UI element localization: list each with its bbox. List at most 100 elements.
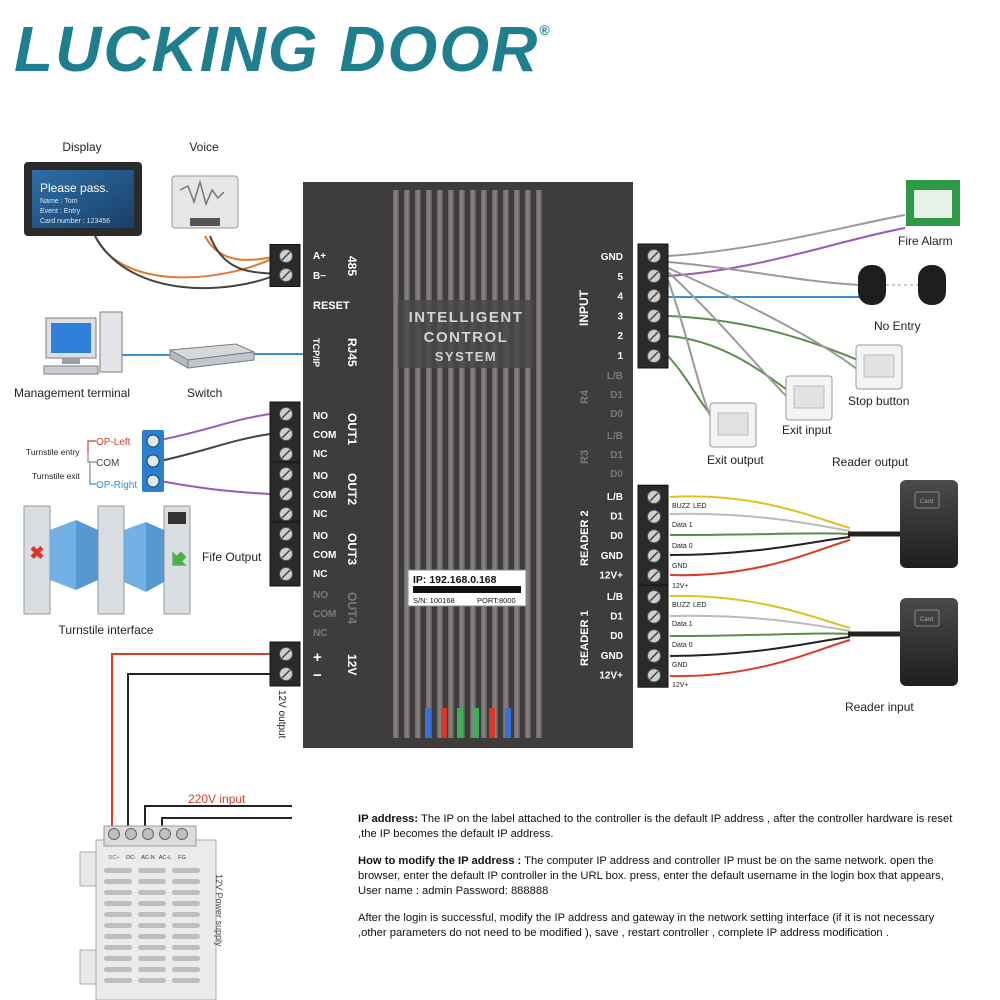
display-device: Display Please pass. Name : Tom Event : … (24, 140, 142, 236)
psu-vent (172, 978, 200, 983)
reader1-pin-1: D1 (610, 612, 623, 623)
beam-sensor-left (858, 265, 886, 305)
monitor-screen (51, 323, 91, 353)
wire-input-2 (667, 335, 791, 393)
wire-op-left (159, 413, 271, 441)
fire-alarm-label: Fire Alarm (898, 234, 953, 248)
label-out3: OUT3 (345, 533, 359, 565)
block-reader1-screw-slot (649, 592, 659, 602)
controller-rib (437, 190, 443, 738)
reader2-wire-label-2: Data 1 (672, 522, 693, 529)
wire-input-5 (667, 227, 906, 277)
label-out3-nc: NC (313, 569, 327, 580)
led-blue-1 (425, 708, 431, 738)
instructions: IP address: The IP on the label attached… (358, 812, 958, 953)
turnstile-com-label: COM (96, 458, 119, 469)
psu-vent (138, 901, 166, 906)
display-label: Display (62, 140, 101, 154)
label-out4: OUT4 (345, 592, 359, 624)
label-out1-no: NO (313, 411, 328, 422)
wire-r2-gnd (669, 536, 851, 556)
controller-rib (404, 190, 410, 738)
psu-vent (104, 879, 132, 884)
serial-number: S/N: 100168 (413, 596, 455, 605)
psu-vent (172, 879, 200, 884)
psu-screw (142, 828, 154, 840)
block-reader2-screw-slot (649, 512, 659, 522)
fire-alarm-panel (914, 190, 952, 218)
reader2-pin-2: D0 (610, 531, 623, 542)
psu-body (95, 839, 217, 1000)
port-number: PORT:8000 (477, 596, 516, 605)
block-out3-screw-slot (281, 569, 291, 579)
label-r4: R4 (579, 389, 591, 404)
label-out4-nc: NC (313, 628, 327, 639)
right-labels: GND54321L/BD1D0L/BD1D0L/BD1D0GND12V+L/BD… (599, 252, 623, 681)
reader-output-card-outline (914, 491, 940, 509)
voice-connector (190, 218, 220, 226)
reader2-pin-3: GND (601, 551, 623, 562)
psu-vent (172, 901, 200, 906)
brand-logo: LUCKING DOOR® (14, 12, 552, 86)
op-left-label: OP-Left (96, 437, 131, 448)
wire-12v-plus (111, 653, 270, 828)
psu-vent (138, 912, 166, 917)
wire-r2-12v (669, 539, 851, 577)
stop-button-label: Stop button (848, 394, 909, 408)
push-buttons (709, 344, 903, 448)
label-out4-no: NO (313, 590, 328, 601)
input-pin-3: 3 (617, 311, 623, 322)
reader1-wire-label-1: LED (693, 602, 707, 609)
wire-turnstile-com (159, 433, 271, 462)
block-input-screw-slot (649, 291, 659, 301)
label-out2-no: NO (313, 471, 328, 482)
label-input: INPUT (577, 289, 591, 326)
ip-label: IP: 192.168.0.168 (413, 574, 497, 586)
flap-1 (50, 520, 76, 590)
reader-input-device: Card (900, 598, 958, 686)
label-a-plus: A+ (313, 251, 326, 262)
reader2-pin-1: D1 (610, 512, 623, 523)
turnstile-reader-panel (168, 512, 186, 524)
no-entry-label: No Entry (874, 319, 921, 333)
psu-vent (104, 978, 132, 983)
block-out1-screw-slot (281, 449, 291, 459)
wire-exitout-gnd (667, 279, 717, 429)
psu-vents (104, 868, 200, 983)
block-reader2-screw-slot (649, 570, 659, 580)
block-out2-screw-slot (281, 469, 291, 479)
wire-r2-d1 (669, 512, 851, 532)
wire-ac-n (144, 805, 292, 828)
psu-ear-top (79, 851, 97, 887)
block-reader1-screw-slot (649, 670, 659, 680)
ip-note-text: The IP on the label attached to the cont… (358, 813, 953, 840)
switch-front (187, 351, 255, 369)
psu-screw (159, 828, 171, 840)
wire-485-b (94, 235, 279, 290)
after-note-text: After the login is successful, modify th… (358, 912, 935, 939)
psu-ear-bottom (79, 949, 97, 985)
psu-vent (138, 956, 166, 961)
exit-bracket (89, 475, 96, 485)
turnstile-exit-label: Turnstile exit (32, 471, 81, 481)
psu-vent (172, 912, 200, 917)
psu-vent (138, 879, 166, 884)
label-485: 485 (345, 256, 359, 276)
label-b-minus: B− (313, 271, 326, 282)
turnstile-screw-1 (146, 434, 160, 448)
12v-output-label: 12V output (276, 690, 287, 739)
controller-body (303, 182, 633, 748)
label-out1: OUT1 (345, 413, 359, 445)
modify-note-text: The computer IP address and controller I… (358, 855, 944, 897)
psu-screw (176, 828, 188, 840)
reader1-pin-0: L/B (607, 592, 623, 603)
reader-output-label: Reader output (832, 455, 909, 469)
psu-label: 12V Power supply (214, 874, 224, 947)
no-entry-sensor: No Entry (858, 265, 946, 333)
reader-output-device: Card (900, 480, 958, 568)
reader-input-body (900, 598, 958, 686)
